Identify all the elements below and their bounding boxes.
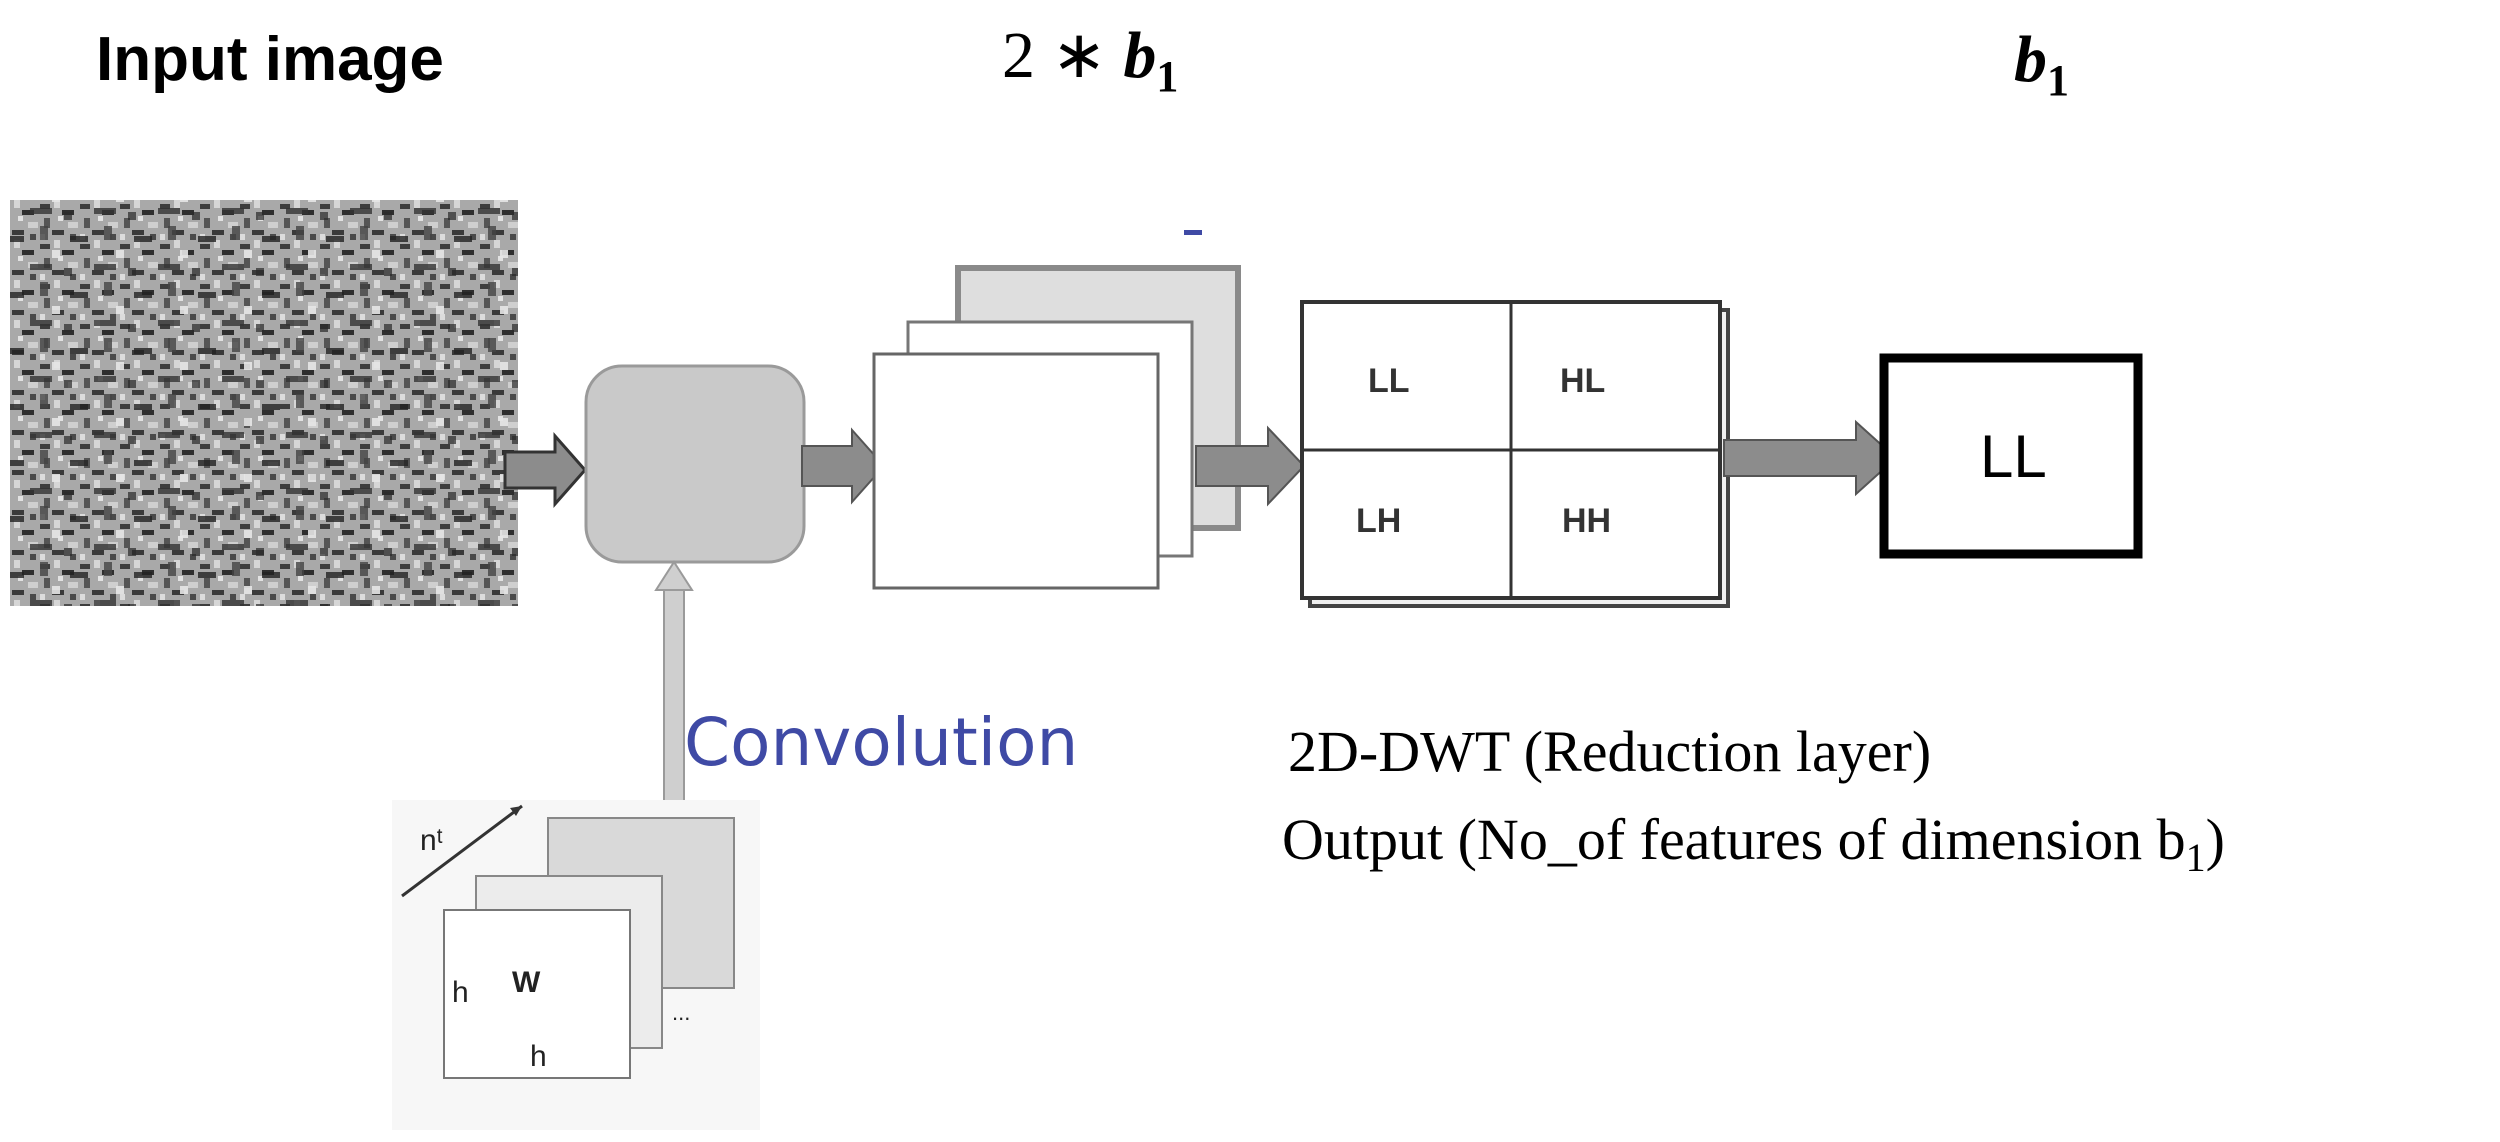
dimension-prefix: 2 ∗ xyxy=(1002,19,1124,92)
arrow-input-to-conv xyxy=(503,432,588,508)
output-caption-subscript: 1 xyxy=(2185,835,2206,880)
dwt-cell-ll: LL xyxy=(1368,362,1410,400)
dwt-cell-hl: HL xyxy=(1560,362,1606,400)
convolution-node xyxy=(584,364,806,564)
dwt-grid xyxy=(1300,300,1730,608)
output-dimension-subscript: 1 xyxy=(2047,56,2069,105)
dimension-subscript: 1 xyxy=(1156,52,1179,101)
arrow-features-to-dwt xyxy=(1195,425,1306,507)
feature-map-dimension-label: 2 ∗ b1 xyxy=(1002,16,1178,102)
arrow-dwt-to-ll xyxy=(1723,419,1898,497)
dwt-caption: 2D-DWT (Reduction layer) xyxy=(1288,719,1932,784)
kernel-dots: ... xyxy=(672,1000,691,1025)
dwt-cell-lh: LH xyxy=(1356,502,1402,540)
kernel-height-left-label: h xyxy=(452,976,469,1009)
arrow-kernel-to-conv xyxy=(654,560,694,811)
dimension-variable: b xyxy=(1123,19,1157,92)
input-image-heading: Input image xyxy=(96,25,444,94)
kernel-width-label: W xyxy=(512,966,541,999)
output-caption: Output (No_of features of dimension b1) xyxy=(1282,806,2225,881)
kernel-height-bottom-label: h xyxy=(530,1040,547,1073)
output-ll-label: LL xyxy=(1980,423,2047,490)
kernel-depth-label: nᵗ xyxy=(420,824,444,857)
output-caption-text: Output (No_of features of dimension b xyxy=(1282,807,2186,872)
convolution-label: Convolution xyxy=(684,704,1079,781)
output-caption-close: ) xyxy=(2205,807,2225,872)
output-dimension-label: b1 xyxy=(2014,22,2069,106)
arrow-conv-to-features xyxy=(801,427,886,505)
input-image xyxy=(10,200,518,606)
output-ll-box xyxy=(1879,353,2143,559)
feature-map-stack xyxy=(872,230,1241,590)
dwt-cell-hh: HH xyxy=(1562,502,1612,540)
output-dimension-variable: b xyxy=(2014,23,2047,96)
kernel-panel xyxy=(392,800,760,1130)
